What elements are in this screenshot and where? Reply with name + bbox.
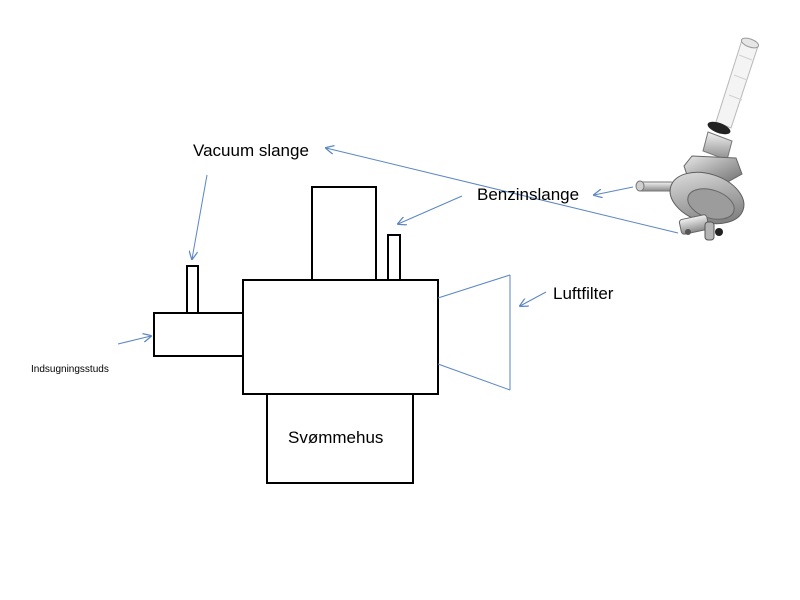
vacuum-nipple-shape [186, 265, 199, 314]
label-vacuum-hose: Vacuum slange [193, 141, 309, 160]
arrow-fuel-to-nipple [398, 195, 463, 224]
label-intake-nozzle: Indsugningsstuds [31, 364, 109, 375]
label-air-filter: Luftfilter [553, 284, 614, 303]
arrow-tap-to-vacuum-label [326, 148, 679, 234]
carburetor-body-shape [242, 279, 439, 395]
fuel-petcock-icon [635, 37, 760, 241]
slide-tower-shape [311, 186, 377, 281]
arrow-intake [117, 336, 151, 345]
air-filter-shape [437, 274, 511, 391]
label-fuel-hose: Benzinslange [477, 185, 579, 204]
arrow-tap-to-fuel-label [594, 186, 634, 195]
float-chamber-shape [266, 393, 414, 484]
fuel-nipple-shape [387, 234, 401, 281]
intake-nozzle-shape [153, 312, 244, 357]
label-float-chamber: Svømmehus [288, 428, 383, 447]
arrow-vacuum-to-nipple [192, 174, 208, 259]
arrow-airfilter [520, 291, 547, 306]
